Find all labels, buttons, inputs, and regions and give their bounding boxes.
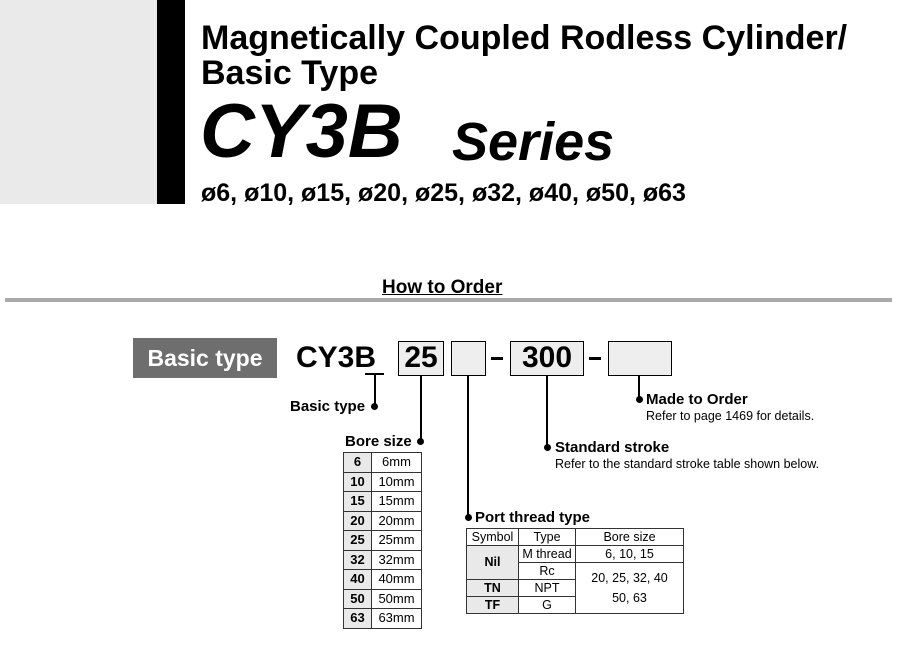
title-line-2: Basic Type <box>201 54 379 92</box>
title-line-1: Magnetically Coupled Rodless Cylinder/ <box>201 19 848 57</box>
table-row: Rc 20, 25, 32, 40 50, 63 <box>467 562 684 614</box>
series-word: Series <box>452 112 615 172</box>
table-row: Nil M thread 6, 10, 15 <box>466 545 684 580</box>
bore-size-label: Bore size <box>345 433 412 450</box>
stroke-dot <box>544 444 551 451</box>
made-to-order-note: Refer to page 1469 for details. <box>646 409 815 423</box>
bore-size-list: ø6, ø10, ø15, ø20, ø25, ø32, ø40, ø50, ø… <box>201 179 686 207</box>
series-code: CY3B <box>200 89 403 174</box>
bore-size-leader <box>420 376 422 442</box>
table-row: Symbol Type Bore size <box>466 528 684 546</box>
standard-stroke-note: Refer to the standard stroke table shown… <box>555 457 820 471</box>
section-divider <box>5 298 892 302</box>
model-prefix-underline <box>365 373 384 375</box>
basic-type-dot <box>371 403 378 410</box>
model-prefix: CY3B <box>296 341 377 374</box>
port-thread-leader <box>467 376 469 519</box>
basic-type-leader <box>374 375 376 406</box>
port-thread-table: Symbol Type Bore size Nil M thread 6, 10… <box>466 528 684 614</box>
table-row: TN NPT <box>466 579 684 597</box>
made-to-order-leader <box>638 376 640 400</box>
port-thread-label: Port thread type <box>475 509 591 526</box>
port-thread-dot <box>465 514 472 521</box>
made-to-order-box <box>608 341 672 376</box>
basic-type-label: Basic type <box>290 398 366 415</box>
order-dash-1 <box>491 357 503 360</box>
bore-size-box: 25 <box>398 341 444 376</box>
table-row: TF G <box>466 596 684 614</box>
standard-stroke-label: Standard stroke <box>555 439 670 456</box>
bore-size-dot <box>417 438 424 445</box>
header-accent-bar <box>157 0 185 204</box>
made-to-order-label: Made to Order <box>646 391 748 408</box>
stroke-box: 300 <box>510 341 584 376</box>
header-side-panel <box>0 0 157 204</box>
order-dash-2 <box>589 357 601 360</box>
large-bore-cell: 20, 25, 32, 40 50, 63 <box>575 562 684 614</box>
basic-type-badge: Basic type <box>133 338 277 378</box>
stroke-leader <box>546 376 548 448</box>
how-to-order-title: How to Order <box>382 277 503 298</box>
made-to-order-dot <box>636 396 643 403</box>
port-thread-box <box>451 341 486 376</box>
